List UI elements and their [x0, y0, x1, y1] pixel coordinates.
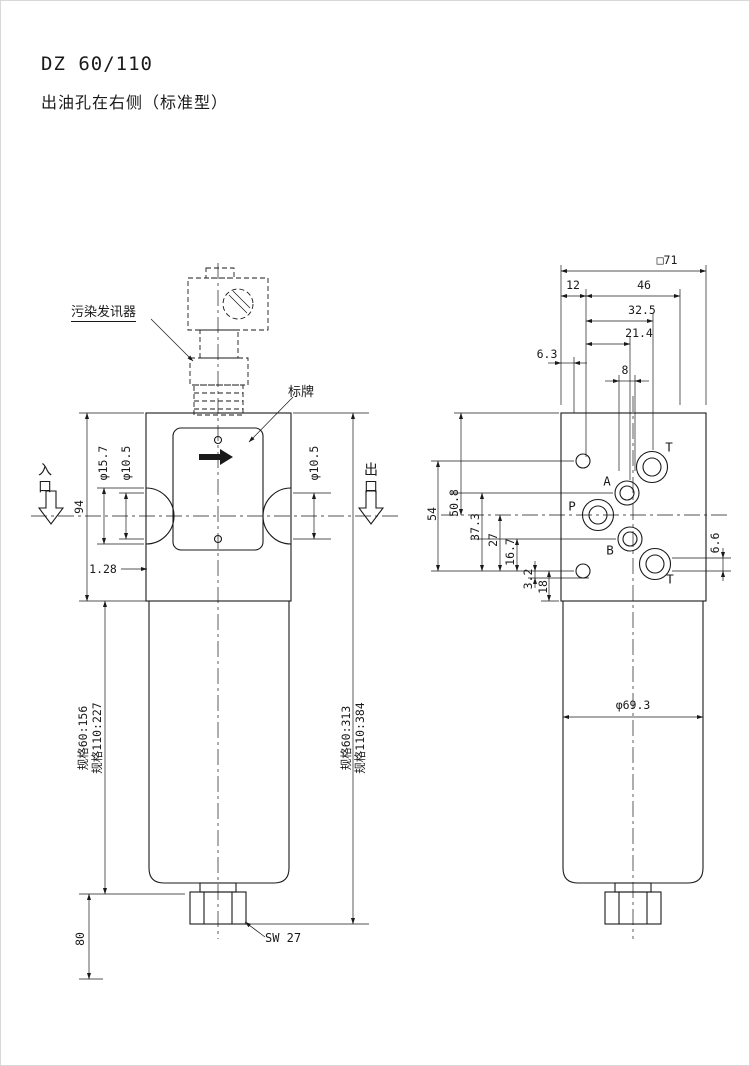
bolt-hole-bottom [575, 563, 591, 579]
port-t-bottom [638, 547, 672, 581]
dim-18: 18 [536, 580, 550, 594]
drawing-subtitle: 出油孔在右侧（标准型） [41, 93, 229, 112]
dim-32-5: 32.5 [628, 303, 656, 317]
nameplate-screw-top [213, 435, 223, 445]
contamination-sensor-outline [187, 267, 269, 416]
dim-phi-10-5-right: φ10.5 [307, 445, 321, 481]
wrench-leader [244, 921, 266, 938]
flow-direction-arrow-icon [199, 449, 233, 465]
port-label-a: A [603, 473, 611, 489]
dim-21-4: 21.4 [625, 326, 653, 340]
dim-37-3: 37.3 [468, 513, 482, 541]
dim-3-2: 3.2 [521, 568, 535, 590]
sensor-leader [150, 318, 194, 362]
model-title: DZ 60/110 [41, 53, 153, 75]
dim-square-71: □71 [656, 253, 678, 267]
side-view [431, 265, 731, 939]
dim-8: 8 [621, 363, 629, 377]
dim-spec110-total: 规格110:384 [353, 702, 367, 774]
front-view [31, 263, 399, 980]
dim-80: 80 [73, 932, 87, 946]
port-label-t-bottom: T [666, 571, 674, 587]
dim-12: 12 [566, 278, 580, 292]
front-dimensions [79, 412, 369, 980]
bolt-hole-top [575, 453, 591, 469]
inlet-boss [145, 487, 175, 545]
inlet-flow-arrow-icon [37, 490, 65, 525]
side-bowl [562, 601, 704, 925]
dim-27: 27 [486, 533, 500, 547]
dim-50-8: 50.8 [447, 489, 461, 517]
outlet-flow-arrow-icon [357, 490, 385, 525]
dim-phi-15-7: φ15.7 [96, 445, 110, 481]
side-right-dimension [672, 548, 731, 581]
dim-16-7: 16.7 [503, 538, 517, 566]
wrench-size-label: SW 27 [265, 931, 302, 945]
side-left-dimensions [431, 412, 616, 602]
nameplate-label: 标牌 [288, 385, 315, 400]
dim-54: 54 [425, 507, 439, 521]
manifold-block [560, 412, 707, 602]
dim-phi-69-3: φ69.3 [615, 698, 651, 712]
dim-46: 46 [637, 278, 651, 292]
dim-6-6: 6.6 [708, 532, 722, 554]
drain-hex [189, 891, 247, 925]
ports [575, 450, 672, 581]
side-top-dimensions [548, 265, 707, 480]
dim-94: 94 [72, 500, 86, 514]
inlet-label: 入口 [36, 462, 52, 496]
filter-head [145, 412, 292, 602]
nameplate-leader [248, 396, 294, 443]
dim-phi-10-5-left: φ10.5 [119, 445, 133, 481]
filter-bowl [148, 601, 290, 925]
nameplate-outline [172, 427, 264, 551]
dim-6-3: 6.3 [536, 347, 558, 361]
port-b [617, 526, 643, 552]
sensor-label: 污染发讯器 [71, 301, 137, 322]
port-a [614, 480, 640, 506]
port-t-top [635, 450, 669, 484]
outlet-label: 出口 [362, 462, 378, 496]
dim-1-28: 1.28 [89, 562, 117, 576]
dim-spec110-bowl: 规格110:227 [90, 702, 104, 774]
port-p [581, 498, 615, 532]
port-label-p: P [568, 498, 576, 514]
port-label-t-top: T [665, 439, 673, 455]
port-label-b: B [606, 542, 614, 558]
nameplate-screw-bottom [213, 534, 223, 544]
